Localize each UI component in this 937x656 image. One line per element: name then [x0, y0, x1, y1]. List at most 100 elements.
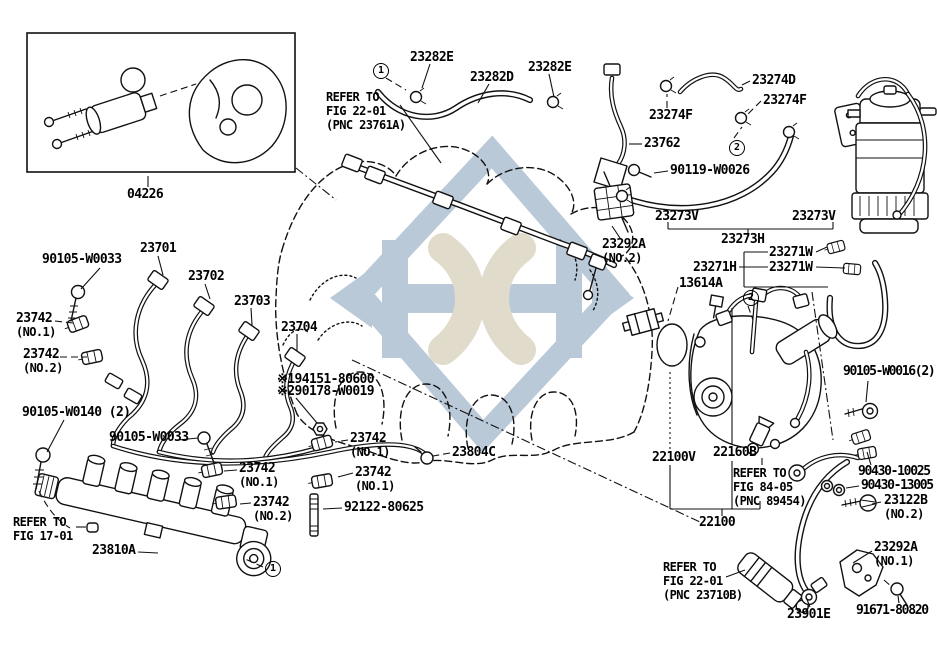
part-number: 23762 — [644, 136, 681, 151]
o-ring-icon — [120, 67, 146, 93]
part-number: 90105-W0033 — [109, 430, 189, 445]
callout-23292a-no1: 23292A(NO.1) — [874, 540, 918, 568]
part-qualifier: (NO.1) — [355, 479, 395, 493]
callout-90105-w0033-a: 90105-W0033 — [42, 253, 122, 266]
refer-fig: FIG 17-01 — [13, 529, 73, 543]
circled-1-bottom: 1 — [265, 561, 281, 577]
callout-23274f-b: 23274F — [649, 109, 693, 122]
callout-23702: 23702 — [188, 269, 225, 284]
nut-icon — [312, 422, 328, 436]
callout-23271w-b: 23271W — [769, 260, 813, 275]
part-number: 23742 — [355, 465, 392, 480]
callout-23762: 23762 — [644, 136, 681, 151]
part-number: ※290178-W0019 — [277, 384, 375, 399]
callout-91671-80820: 91671-80820 — [856, 603, 929, 618]
marker-number: 1 — [377, 65, 385, 76]
part-number: 04226 — [127, 187, 164, 202]
callout-90105-w0033-b: 90105-W0033 — [109, 430, 189, 445]
plug-icon — [86, 522, 99, 533]
part-number: 23901E — [787, 607, 831, 622]
callout-23271h: 23271H — [693, 261, 737, 274]
part-number: 22100 — [699, 515, 736, 530]
refer-text: REFER TO — [733, 466, 787, 480]
bracket-icon — [839, 549, 884, 597]
callout-23703: 23703 — [234, 294, 271, 309]
callout-23742-no2-a: 23742(NO.2) — [23, 347, 63, 374]
callout-23273h: 23273H — [721, 233, 765, 246]
part-number: 90430-13005 — [861, 478, 934, 493]
part-number: 91671-80820 — [856, 603, 929, 618]
refer-pnc: (PNC 23710B) — [663, 588, 743, 602]
part-number: 23271W — [769, 245, 813, 260]
refer-text: REFER TO — [13, 515, 67, 529]
coupling-icon — [621, 308, 665, 336]
part-number: 23742 — [23, 347, 60, 362]
part-number: 23701 — [140, 241, 177, 256]
callout-90430-10025: 90430-10025 — [858, 464, 931, 479]
callout-22100: 22100 — [699, 515, 736, 530]
part-number: 23292A — [602, 237, 646, 252]
callout-23273v-a: 23273V — [655, 210, 699, 223]
part-number: 90105-W0140 (2) — [22, 405, 131, 420]
part-number: 23274D — [752, 73, 796, 88]
part-qualifier: (NO.2) — [884, 507, 924, 521]
part-number: 23804C — [452, 445, 496, 460]
pipe-fitting-icon — [420, 451, 434, 465]
injection-pump — [621, 285, 838, 456]
refer-fig: FIG 22-01 — [326, 104, 386, 118]
callout-23901e: 23901E — [787, 607, 831, 622]
callout-23282e-a: 23282E — [410, 50, 454, 65]
part-number: 23702 — [188, 269, 225, 284]
callout-23122b-no2: 23122B(NO.2) — [884, 493, 928, 521]
part-qualifier: (NO.1) — [16, 325, 56, 339]
callout-23742-no1-d: 23742(NO.1) — [355, 465, 395, 493]
part-number: 23274F — [763, 93, 807, 108]
fuel-filter — [834, 77, 937, 234]
part-number: 23273V — [792, 209, 836, 224]
part-qualifier: (NO.1) — [239, 475, 279, 489]
part-number: 23271W — [769, 260, 813, 275]
part-number: 90105-W0016(2) — [843, 364, 936, 379]
callout-22160b: 22160B — [713, 446, 757, 459]
callout-23282d: 23282D — [470, 71, 514, 84]
overflow-valve-icon — [746, 415, 775, 456]
fuel-rail — [34, 454, 272, 577]
refer-fig: FIG 22-01 — [663, 574, 723, 588]
callout-90119-w0026: 90119-W0026 — [670, 163, 750, 178]
callout-04226: 04226 — [127, 187, 164, 202]
callout-23292a-no2: 23292A(NO.2) — [602, 237, 646, 265]
part-number: 23282E — [410, 50, 454, 65]
callout-23274f-a: 23274F — [763, 93, 807, 108]
part-number: 92122-80625 — [344, 500, 424, 515]
connector-23292a-icon — [593, 183, 635, 221]
part-number: 90119-W0026 — [670, 163, 750, 178]
circled-2-mid: 2 — [743, 290, 759, 306]
callout-90105-w0016: 90105-W0016(2) — [843, 364, 936, 379]
part-number: ※194151-80600 — [277, 372, 375, 387]
callout-90178-w0019: ※290178-W0019 — [277, 384, 375, 399]
callout-22100v: 22100V — [652, 451, 696, 464]
callout-23704: 23704 — [281, 321, 318, 334]
part-qualifier: (NO.2) — [602, 251, 642, 265]
banjo-bolt-icon — [709, 294, 724, 319]
part-number: 90430-10025 — [858, 464, 931, 479]
part-qualifier: (NO.1) — [874, 554, 914, 568]
callout-23742-no2-b: 23742(NO.2) — [253, 496, 293, 523]
callout-92122-80625: 92122-80625 — [344, 500, 424, 515]
callout-23810a: 23810A — [92, 544, 136, 557]
part-qualifier: (NO.2) — [253, 509, 293, 523]
callout-23804c: 23804C — [452, 445, 496, 460]
part-number: 23122B — [884, 493, 928, 508]
part-number: 23703 — [234, 294, 271, 309]
callout-23742-no1-c: 23742(NO.1) — [239, 462, 279, 489]
callout-23271w-a: 23271W — [769, 245, 813, 260]
refer-pnc: (PNC 89454) — [733, 494, 806, 508]
part-number: 23292A — [874, 540, 918, 555]
callout-23701: 23701 — [140, 241, 177, 256]
